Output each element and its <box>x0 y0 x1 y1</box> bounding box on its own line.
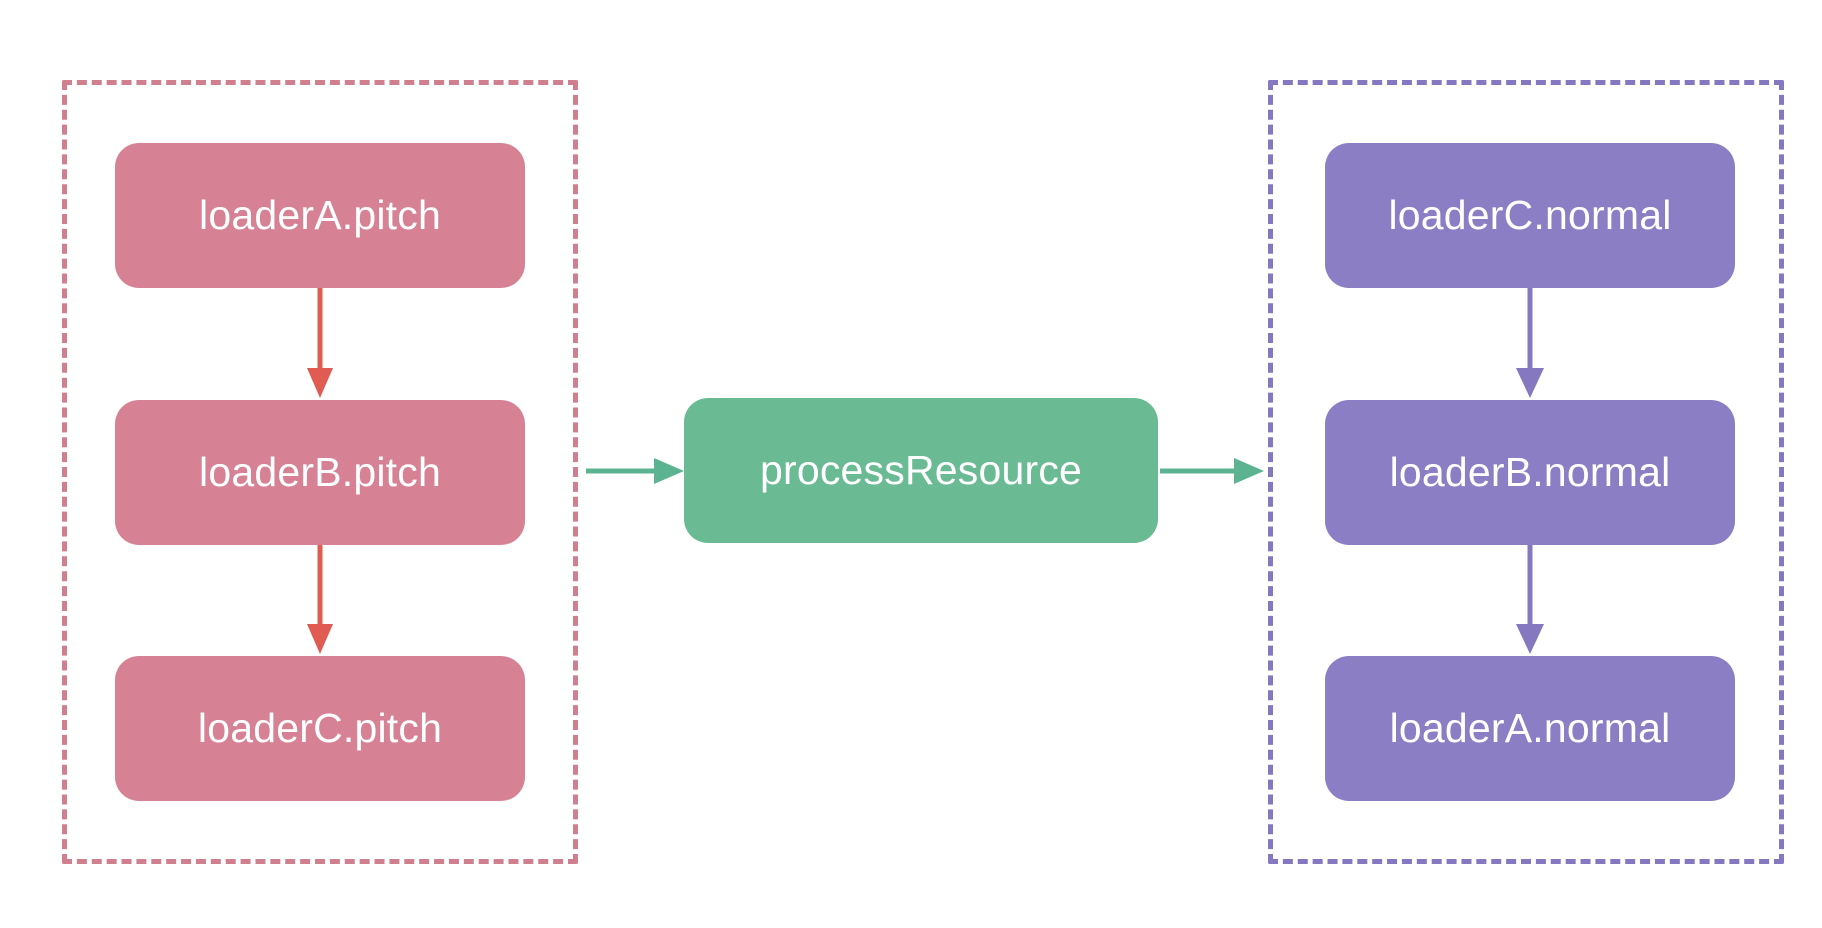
node-label: loaderB.pitch <box>199 449 441 495</box>
node-loaderC-normal[interactable]: loaderC.normal <box>1325 143 1735 288</box>
node-label: loaderA.normal <box>1389 705 1671 751</box>
node-label: loaderB.normal <box>1389 449 1671 495</box>
node-label: processResource <box>759 447 1083 493</box>
node-label: loaderC.pitch <box>197 705 443 751</box>
arrowhead-right-icon <box>1234 458 1264 484</box>
node-loaderA-normal[interactable]: loaderA.normal <box>1325 656 1735 801</box>
node-loaderB-normal[interactable]: loaderB.normal <box>1325 400 1735 545</box>
node-label: loaderC.normal <box>1388 192 1672 238</box>
arrowhead-right-icon <box>654 458 684 484</box>
node-loaderB-pitch[interactable]: loaderB.pitch <box>115 400 525 545</box>
node-processResource[interactable]: processResource <box>684 398 1158 543</box>
node-loaderC-pitch[interactable]: loaderC.pitch <box>115 656 525 801</box>
cluster-pitch-group[interactable] <box>62 80 578 864</box>
node-loaderA-pitch[interactable]: loaderA.pitch <box>115 143 525 288</box>
node-label: loaderA.pitch <box>199 192 441 238</box>
cluster-normal-group[interactable] <box>1268 80 1784 864</box>
